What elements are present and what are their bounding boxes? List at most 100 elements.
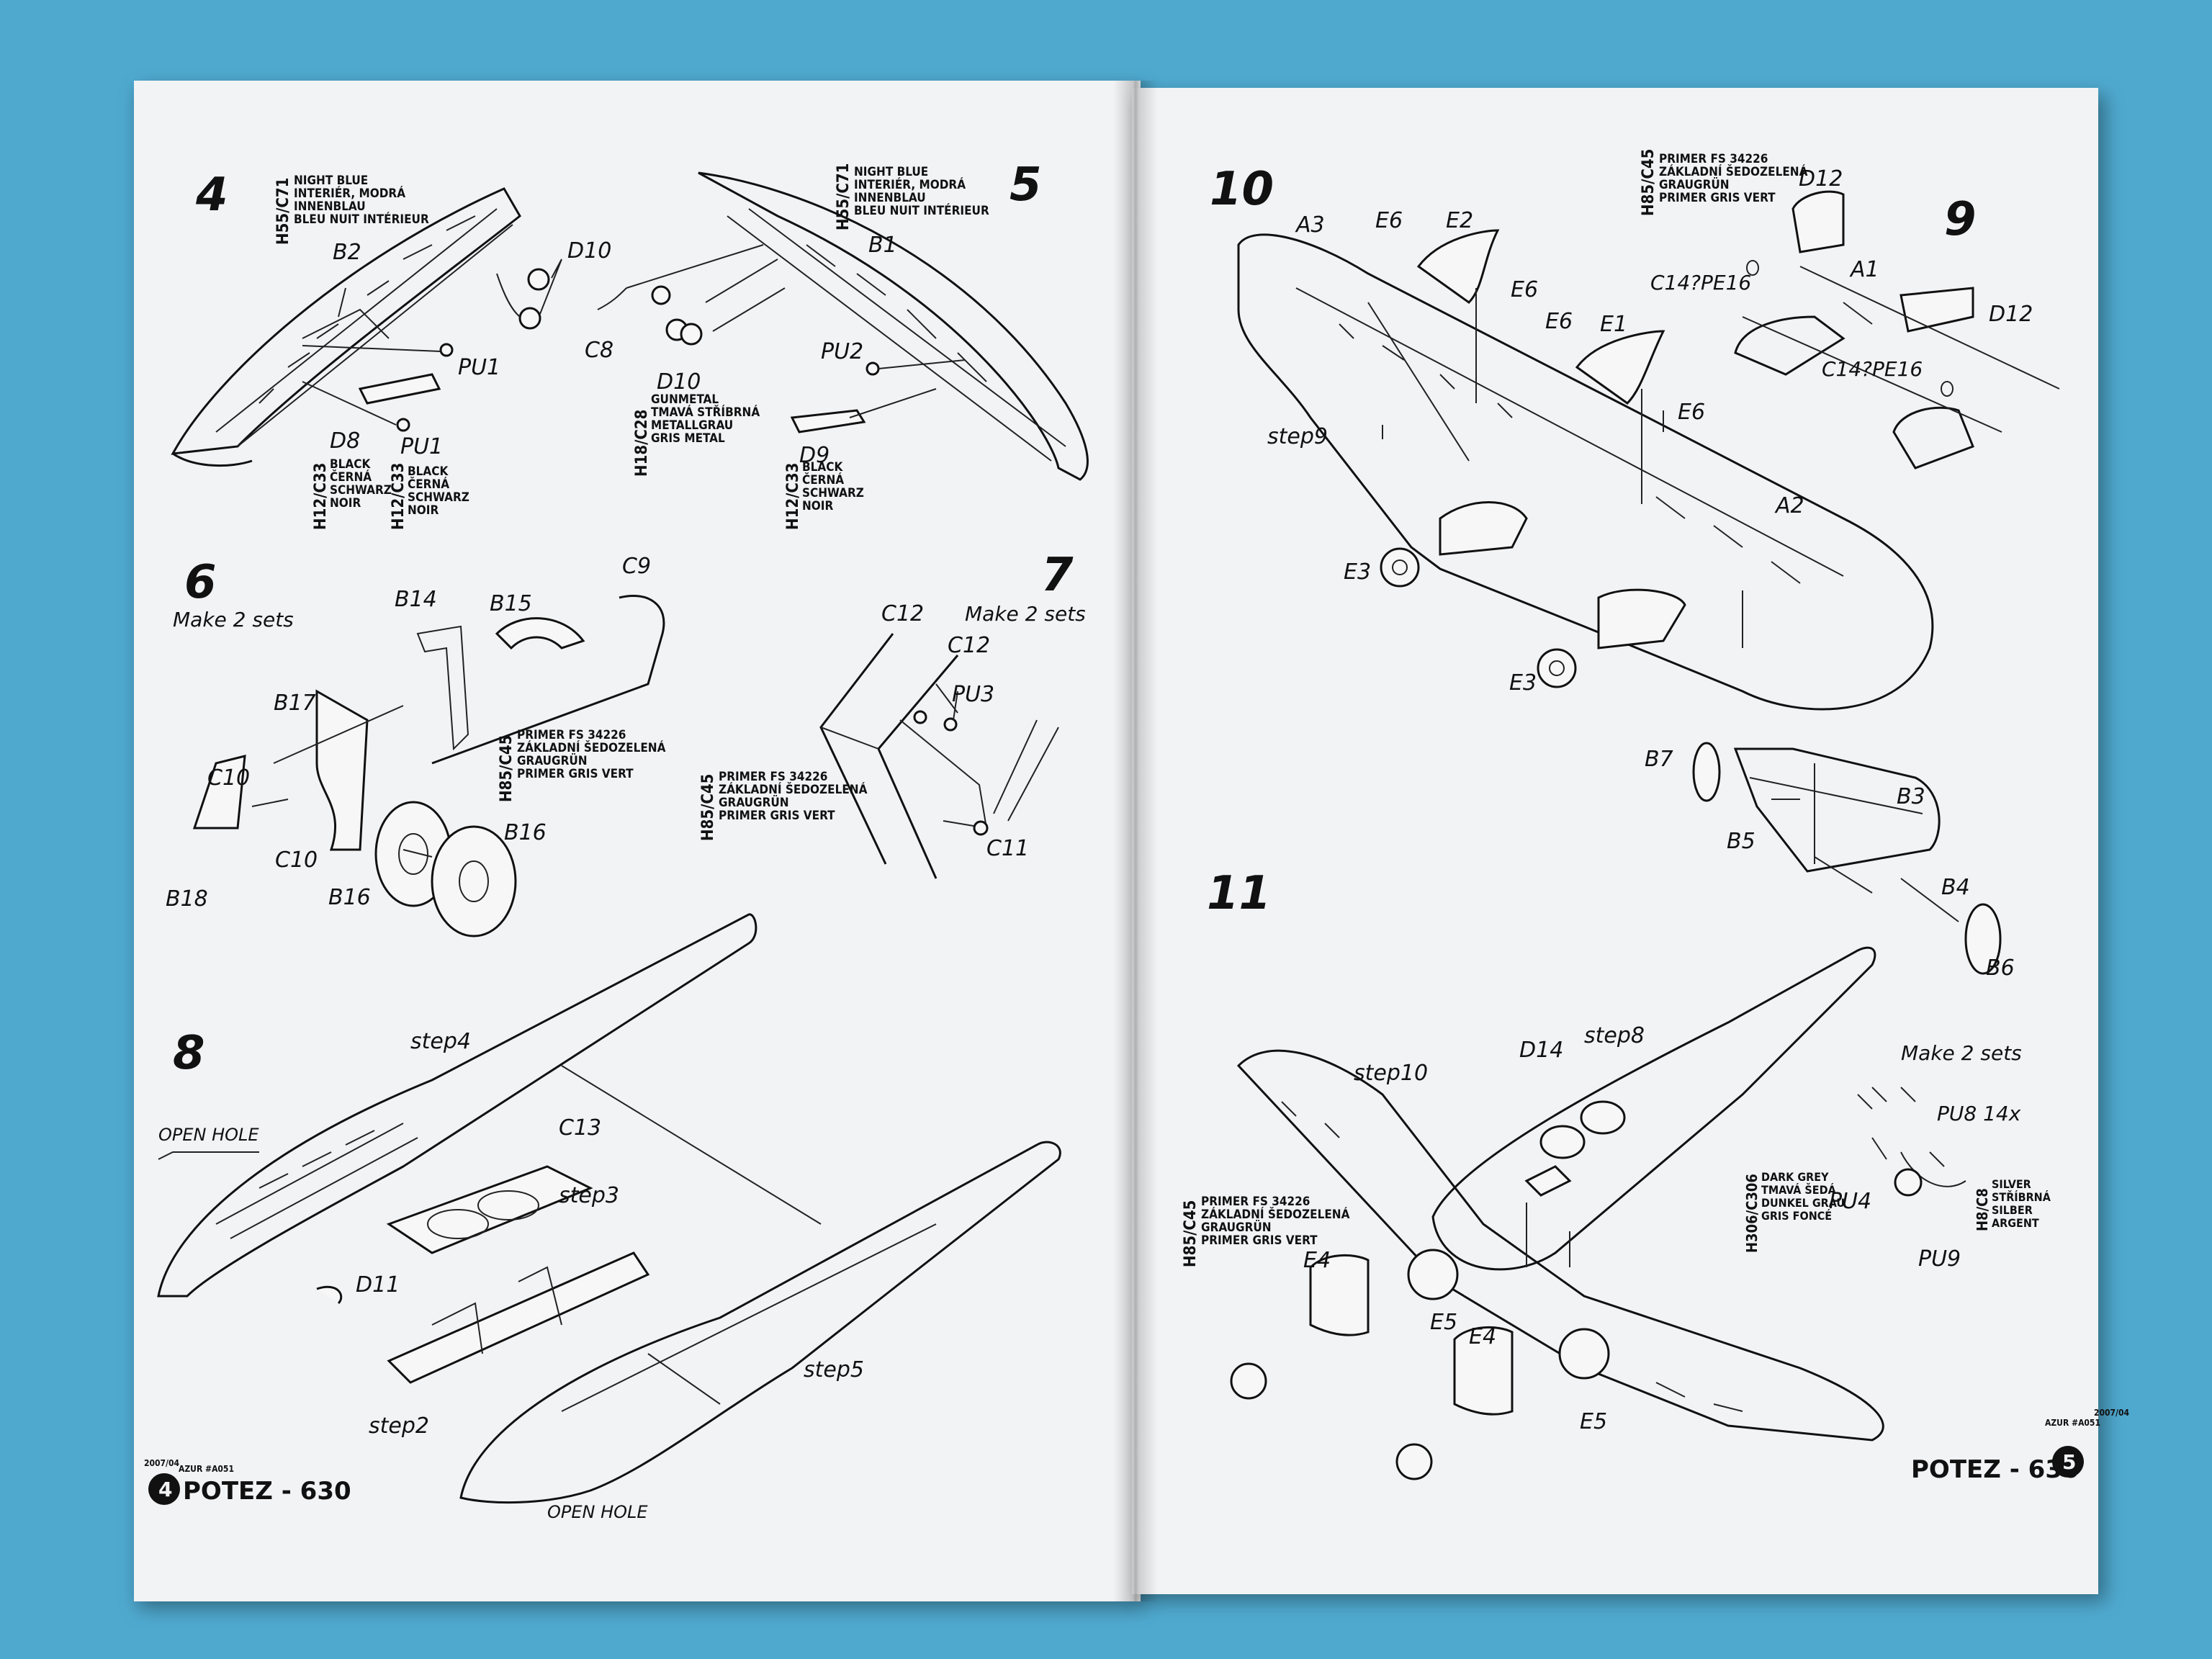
part-label-b16: B16 xyxy=(328,885,371,910)
paint-line: PRIMER GRIS VERT xyxy=(1201,1233,1318,1248)
page-number: 4 xyxy=(158,1478,172,1501)
part-label-e6: E6 xyxy=(1375,208,1403,233)
part-label-pu3: PU3 xyxy=(952,682,994,707)
paint-line: BLEU NUIT INTÉRIEUR xyxy=(294,211,429,227)
paint-line: BLEU NUIT INTÉRIEUR xyxy=(854,202,989,218)
open-hole-label: OPEN HOLE xyxy=(158,1125,259,1145)
part-label-e4: E4 xyxy=(1303,1248,1331,1273)
part-label-c10-b: C10 xyxy=(275,848,318,873)
step4-ref-label: step4 xyxy=(410,1029,471,1054)
part-label-a2: A2 xyxy=(1774,493,1804,518)
footer-code-right: AZUR #A051 xyxy=(2045,1418,2100,1428)
part-label-e6-d: E6 xyxy=(1678,400,1705,425)
paint-code: H12/C33 xyxy=(784,463,802,530)
step-number-6: 6 xyxy=(184,556,217,609)
part-label-e6-b: E6 xyxy=(1511,277,1538,302)
paint-line: NIGHT BLUE xyxy=(854,165,928,179)
step4-paint-night-blue-lines: NIGHT BLUE INTERIÉR, MODRÁ INNENBLAU BLE… xyxy=(294,174,429,227)
paint-line: GRAUGRÜN xyxy=(719,794,789,810)
step2-ref-label: step2 xyxy=(369,1413,429,1439)
paint-line: PRIMER FS 34226 xyxy=(1659,152,1768,166)
paint-code: H85/C45 xyxy=(1182,1200,1200,1267)
part-label-d9: D9 xyxy=(799,443,830,468)
part-label-b1: B1 xyxy=(868,233,897,258)
paint-line: ZÁKLADNÍ ŠEDOZELENÁ xyxy=(517,739,666,755)
step4-paint-black-a: H12/C33 BLACK ČERNÁ SCHWARZ NOIR xyxy=(312,457,392,530)
part-label-c14-b: C14?PE16 xyxy=(1822,357,1923,381)
step-number-4: 4 xyxy=(195,168,228,222)
paint-line: GRIS METAL xyxy=(651,431,725,446)
paint-line: TMAVÁ ŠEDÁ xyxy=(1761,1183,1837,1197)
part-label-e4-b: E4 xyxy=(1469,1324,1496,1349)
paint-line: INTERIÉR, MODRÁ xyxy=(294,185,405,201)
part-label-e3-b: E3 xyxy=(1509,670,1537,696)
paint-code: H18/C28 xyxy=(633,410,651,477)
paint-line: PRIMER FS 34226 xyxy=(517,728,626,742)
paint-line: NIGHT BLUE xyxy=(294,174,368,188)
part-label-c12-b: C12 xyxy=(948,633,990,658)
part-label-pu4: PU4 xyxy=(1829,1189,1871,1214)
part-label-c13: C13 xyxy=(559,1115,601,1141)
paint-line: DARK GREY xyxy=(1761,1170,1829,1184)
tailplane-drawing xyxy=(1692,742,2002,975)
paint-line: ČERNÁ xyxy=(802,472,844,487)
step5-ref-label: step5 xyxy=(804,1357,864,1382)
part-label-b18: B18 xyxy=(166,886,208,912)
part-label-pu8: PU8 14x xyxy=(1937,1102,2021,1125)
paint-line: NOIR xyxy=(802,499,833,513)
paint-line: SCHWARZ xyxy=(408,490,469,505)
paint-line: PRIMER GRIS VERT xyxy=(719,809,835,823)
part-label-b15: B15 xyxy=(490,591,532,616)
step7-note: Make 2 sets xyxy=(965,602,1086,626)
paint-code: H306/C306 xyxy=(1743,1174,1761,1253)
step9-nacelle-drawing xyxy=(1734,190,2060,469)
step6-landing-gear-drawing xyxy=(192,594,665,938)
part-label-b4: B4 xyxy=(1941,875,1970,900)
part-label-a1: A1 xyxy=(1849,257,1879,282)
part-label-a3: A3 xyxy=(1295,212,1325,238)
left-page xyxy=(134,81,1141,1601)
right-page xyxy=(1132,88,2098,1594)
paint-line: ZÁKLADNÍ ŠEDOZELENÁ xyxy=(719,781,868,797)
step4-paint-black-b: H12/C33 BLACK ČERNÁ SCHWARZ NOIR xyxy=(390,463,469,530)
step-number-5: 5 xyxy=(1010,158,1042,212)
footer-title: POTEZ - 630 xyxy=(183,1477,351,1506)
paint-line: METALLGRAU xyxy=(651,418,733,433)
part-label-c9: C9 xyxy=(622,554,651,579)
paint-line: SCHWARZ xyxy=(330,483,392,498)
step5-paint-black: H12/C33 BLACK ČERNÁ SCHWARZ NOIR xyxy=(784,460,864,530)
step7-paint-primer: H85/C45 PRIMER FS 34226 ZÁKLADNÍ ŠEDOZEL… xyxy=(699,770,868,841)
footer-code: AZUR #A051 xyxy=(179,1464,234,1474)
part-label-d12: D12 xyxy=(1799,166,1843,192)
step-number-8: 8 xyxy=(173,1027,205,1080)
paint-code: H55/C71 xyxy=(835,163,853,230)
paint-code: H12/C33 xyxy=(390,463,408,530)
paint-line: TMAVÁ STŘÍBRNÁ xyxy=(651,404,760,420)
paint-line: PRIMER GRIS VERT xyxy=(1659,191,1776,205)
part-label-d14: D14 xyxy=(1519,1038,1563,1063)
paint-code: H85/C45 xyxy=(1640,149,1658,216)
step6-paint-primer: H85/C45 PRIMER FS 34226 ZÁKLADNÍ ŠEDOZEL… xyxy=(498,728,666,802)
part-label-b5: B5 xyxy=(1727,829,1755,854)
step5-fuselage-half-drawing xyxy=(597,171,1089,481)
part-label-c8: C8 xyxy=(585,338,613,363)
page-number-right: 5 xyxy=(2062,1450,2076,1474)
step11-airplane-drawing xyxy=(1230,946,1966,1480)
book-gutter xyxy=(1113,81,1158,1601)
paint-line: INNENBLAU xyxy=(854,191,926,205)
part-label-e2: E2 xyxy=(1446,208,1473,233)
paint-line: BLACK xyxy=(802,460,843,475)
part-label-b6: B6 xyxy=(1986,956,2015,981)
part-label-b2: B2 xyxy=(333,240,361,265)
part-label-e1: E1 xyxy=(1600,312,1627,337)
paint-line: STŘÍBRNÁ xyxy=(1992,1190,2051,1204)
part-label-d10: D10 xyxy=(567,238,611,264)
paint-line: ARGENT xyxy=(1992,1216,2039,1230)
open-hole-label-2: OPEN HOLE xyxy=(547,1502,648,1522)
part-label-d12-b: D12 xyxy=(1989,302,2033,327)
part-label-c11: C11 xyxy=(986,836,1029,861)
footer-date: 2007/04 xyxy=(144,1458,180,1468)
step4-paint-night-blue: H55/C71 xyxy=(274,178,292,245)
paint-line: PRIMER FS 34226 xyxy=(1201,1195,1310,1209)
paint-line: SCHWARZ xyxy=(802,486,864,500)
